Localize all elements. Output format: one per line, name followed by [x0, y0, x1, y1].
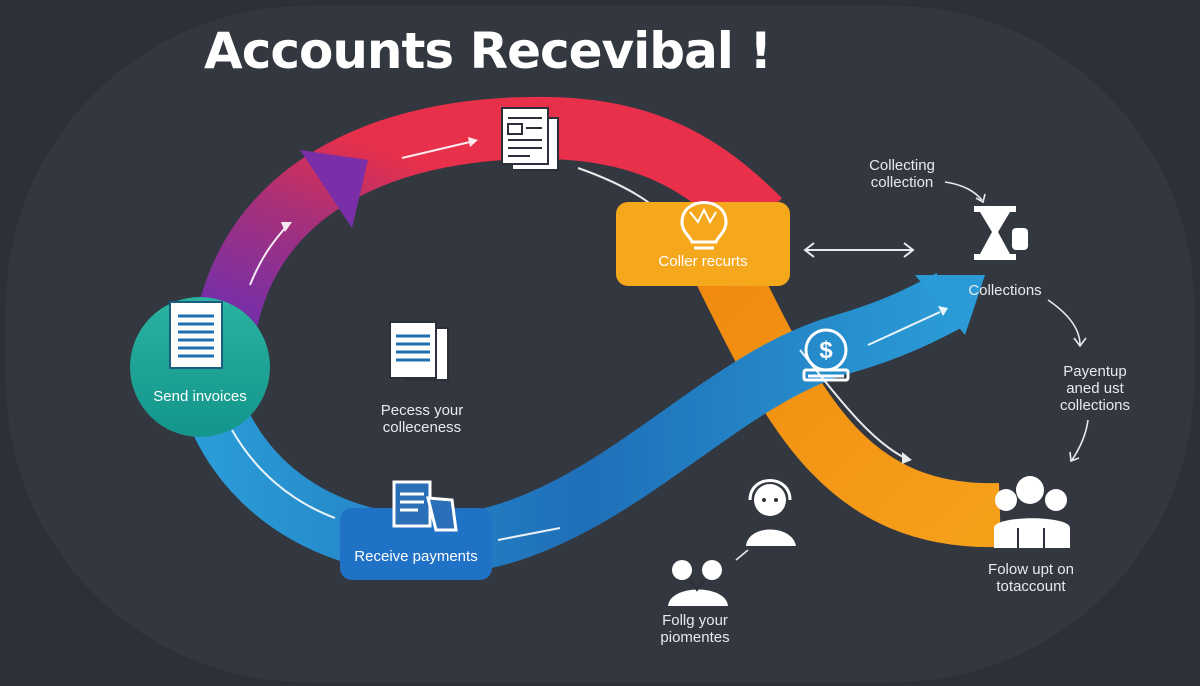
dollar-coin-icon — [802, 328, 850, 382]
handshake-icon — [668, 560, 728, 606]
pecess-line-1: Pecess your — [380, 402, 464, 419]
payentup-line-3: collections — [1059, 397, 1131, 414]
collecting-label: Collecting collection — [852, 157, 952, 191]
coller-recurts-label: Coller recurts — [658, 253, 748, 270]
follig-label: Follg your piomentes — [640, 612, 750, 646]
payentup-label: Payentup aned ust collections — [1043, 363, 1147, 414]
invoice-top-icon — [501, 107, 559, 171]
lightbulb-icon — [680, 201, 728, 250]
people-group-icon — [994, 476, 1070, 548]
purple-arrowhead — [300, 150, 368, 228]
middle-document-icon — [389, 321, 449, 381]
receipt-hand-icon — [392, 480, 458, 532]
blue-arrowhead — [915, 275, 985, 335]
orange-band — [691, 245, 1001, 548]
blue-band — [187, 273, 964, 575]
payentup-line-2: aned ust — [1066, 380, 1124, 397]
pecess-label: Pecess your colleceness — [362, 402, 482, 436]
collecting-line-1: Collecting — [869, 157, 935, 174]
payentup-line-1: Payentup — [1063, 363, 1127, 380]
receive-payments-label: Receive payments — [354, 548, 478, 565]
follow-line-2: totaccount — [996, 578, 1066, 595]
hourglass-icon — [974, 206, 1028, 260]
page-title: Accounts Recevibal ! — [204, 22, 772, 80]
dollar-sign: $ — [819, 337, 833, 364]
send-invoices-label: Send invoices — [153, 388, 247, 405]
follow-line-1: Folow upt on — [988, 561, 1074, 578]
pecess-line-2: colleceness — [382, 419, 462, 436]
follow-label: Folow upt on totaccount — [970, 561, 1092, 595]
right-connector-arrows — [735, 181, 1089, 561]
collecting-line-2: collection — [870, 174, 934, 191]
collections-label: Collections — [968, 282, 1042, 299]
follig-line-2: piomentes — [660, 629, 730, 646]
headset-agent-icon — [746, 479, 796, 546]
coller-recurts-box[interactable] — [616, 202, 790, 286]
band-direction-arrows — [231, 137, 948, 541]
follig-line-1: Follg your — [662, 612, 728, 629]
double-arrow — [803, 242, 915, 258]
document-icon — [169, 301, 223, 369]
